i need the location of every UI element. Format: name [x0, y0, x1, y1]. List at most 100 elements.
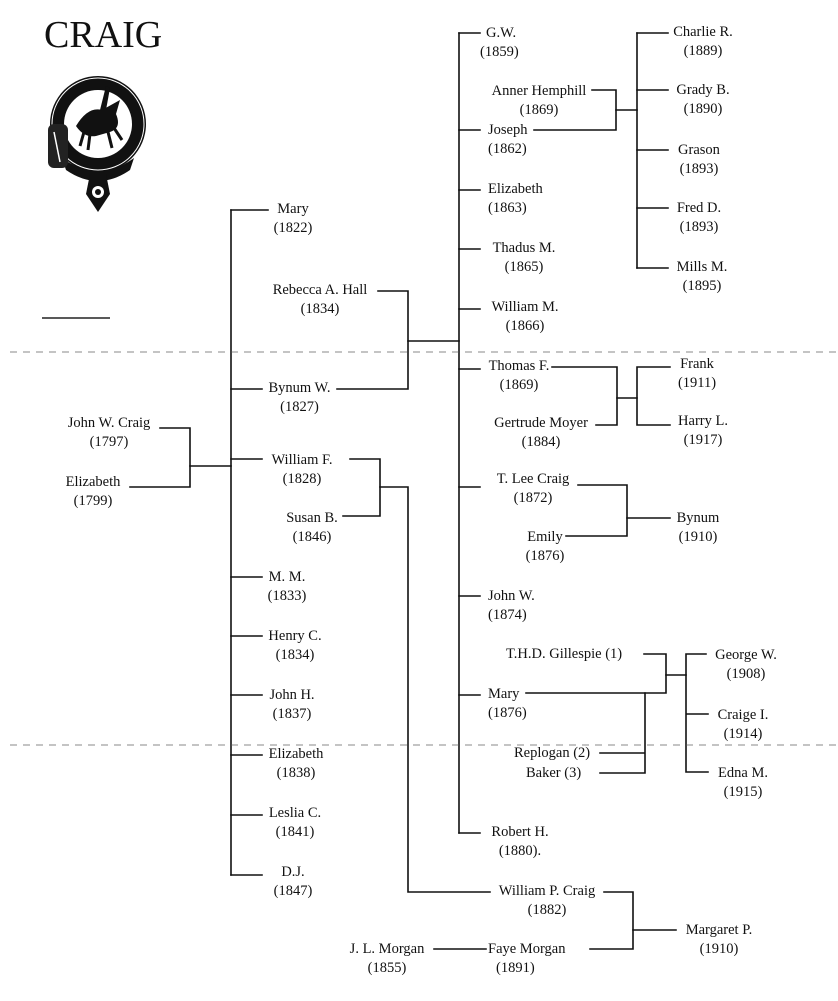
- person-replogan: Replogan (2): [514, 744, 590, 763]
- person-name: Elizabeth: [65, 474, 121, 490]
- person-year: (1893): [679, 219, 719, 235]
- connector-thomas-children: [636, 366, 671, 426]
- person-year: (1884): [521, 434, 561, 450]
- person-name: Margaret P.: [685, 922, 753, 938]
- connector-william-f-to-child: [379, 486, 491, 893]
- person-year: (1890): [683, 101, 723, 117]
- person-name: Grason: [678, 142, 720, 158]
- person-name: Thadus M.: [492, 240, 556, 256]
- person-year: (1911): [677, 375, 717, 391]
- person-mary-1876: Mary (1876): [488, 685, 527, 723]
- person-name: Bynum W.: [268, 380, 331, 396]
- person-thd-gillespie: T.H.D. Gillespie (1): [506, 645, 622, 664]
- person-name: Edna M.: [718, 765, 768, 781]
- person-robert-h: Robert H. (1880).: [486, 823, 554, 861]
- person-john-h: John H. (1837): [262, 686, 322, 724]
- person-name: John W.: [488, 588, 535, 604]
- connector-bynum-couple: [336, 290, 409, 390]
- person-bynum-1910: Bynum (1910): [670, 509, 726, 547]
- person-harry-l: Harry L. (1917): [670, 412, 736, 450]
- person-grady-b: Grady B. (1890): [670, 81, 736, 119]
- person-name: M. M.: [268, 569, 306, 585]
- person-emily: Emily (1876): [520, 528, 570, 566]
- person-name: Mills M.: [676, 259, 728, 275]
- person-baker: Baker (3): [526, 764, 581, 783]
- person-name: Harry L.: [678, 413, 728, 429]
- person-year: (1882): [527, 902, 567, 918]
- person-name: Mary: [277, 201, 309, 217]
- person-rebecca-a-hall: Rebecca A. Hall (1834): [262, 281, 378, 319]
- person-henry-c: Henry C. (1834): [262, 627, 328, 665]
- person-year: (1822): [273, 220, 313, 236]
- person-mills-m: Mills M. (1895): [670, 258, 734, 296]
- person-gertrude-moyer: Gertrude Moyer (1884): [486, 414, 596, 452]
- person-year: (1872): [513, 490, 553, 506]
- person-name: William F.: [271, 452, 333, 468]
- person-name: John W. Craig: [67, 415, 151, 431]
- person-year: (1827): [280, 399, 319, 415]
- person-year: (1874): [488, 607, 527, 623]
- person-faye-morgan: Faye Morgan (1891): [488, 940, 565, 978]
- person-name: Robert H.: [491, 824, 549, 840]
- person-thomas-f: Thomas F. (1869): [486, 357, 552, 395]
- person-t-lee-craig: T. Lee Craig (1872): [488, 470, 578, 508]
- person-charlie-r: Charlie R. (1889): [668, 23, 738, 61]
- person-year: (1914): [723, 726, 763, 742]
- person-d-j: D.J. (1847): [268, 863, 318, 901]
- person-year: (1855): [367, 960, 407, 976]
- person-william-p-craig: William P. Craig (1882): [490, 882, 604, 920]
- person-george-w: George W. (1908): [706, 646, 786, 684]
- person-name: T. Lee Craig: [496, 471, 570, 487]
- person-year: (1910): [699, 941, 739, 957]
- connector-mary-gillespie: [525, 653, 667, 694]
- person-name: Charlie R.: [673, 24, 733, 40]
- person-fred-d: Fred D. (1893): [670, 199, 728, 237]
- person-grason: Grason (1893): [670, 141, 728, 179]
- person-year: (1908): [726, 666, 766, 682]
- person-year: (1917): [683, 432, 723, 448]
- person-j-l-morgan: J. L. Morgan (1855): [340, 940, 434, 978]
- person-name: Elizabeth: [268, 746, 324, 762]
- person-year: (1895): [682, 278, 722, 294]
- person-name: Emily: [527, 529, 563, 545]
- connector-william-f-couple: [342, 458, 381, 517]
- person-year: (1915): [723, 784, 763, 800]
- person-year: (1846): [292, 529, 332, 545]
- person-name: Anner Hemphill: [491, 83, 587, 99]
- person-year: (1859): [480, 44, 519, 60]
- person-name: Faye Morgan: [488, 941, 566, 957]
- person-name: Joseph: [488, 122, 528, 138]
- person-name: T.H.D. Gillespie (1): [506, 646, 623, 662]
- person-year: (1866): [505, 318, 545, 334]
- person-name: Fred D.: [676, 200, 722, 216]
- person-elizabeth-1838: Elizabeth (1838): [262, 745, 330, 783]
- person-name: William P. Craig: [498, 883, 596, 899]
- scan-artifact-lines: [10, 351, 838, 746]
- person-name: George W.: [715, 647, 777, 663]
- person-anner-hemphill: Anner Hemphill (1869): [486, 82, 592, 120]
- person-year: (1838): [276, 765, 316, 781]
- person-year: (1797): [89, 434, 129, 450]
- person-name: Baker (3): [526, 765, 582, 781]
- person-name: Frank: [680, 356, 714, 372]
- person-year: (1893): [679, 161, 719, 177]
- person-name: Mary: [488, 686, 520, 702]
- person-year: (1847): [273, 883, 313, 899]
- person-year: (1891): [496, 960, 535, 976]
- person-name: Replogan (2): [514, 745, 591, 761]
- page-title: CRAIG: [44, 14, 163, 56]
- connector-gen3-ticks: [458, 32, 481, 834]
- person-year: (1910): [678, 529, 718, 545]
- person-year: (1862): [488, 141, 527, 157]
- person-name: Bynum: [676, 510, 720, 526]
- person-year: (1799): [73, 493, 113, 509]
- person-name: Thomas F.: [488, 358, 550, 374]
- person-name: Gertrude Moyer: [494, 415, 588, 431]
- person-year: (1833): [267, 588, 307, 604]
- person-year: (1869): [519, 102, 559, 118]
- person-john-w-1874: John W. (1874): [488, 587, 535, 625]
- person-year: (1876): [488, 705, 527, 721]
- connector-root-couple: [129, 427, 191, 488]
